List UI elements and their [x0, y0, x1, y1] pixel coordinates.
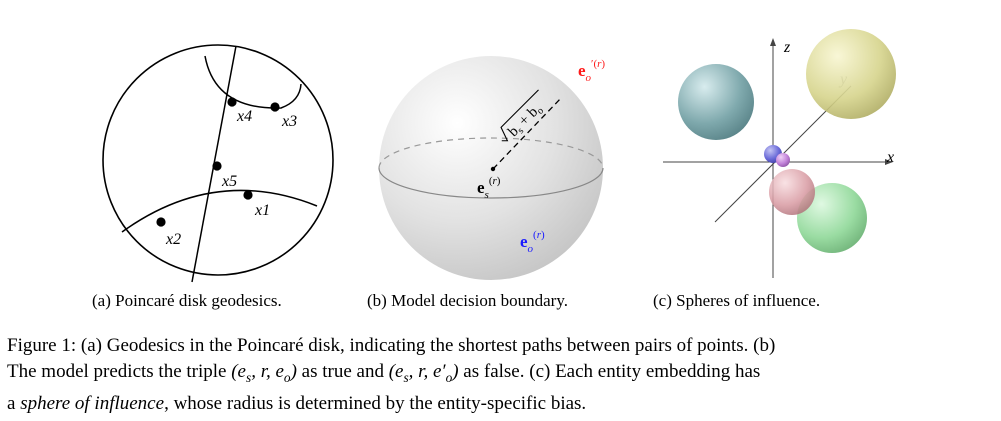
label-z: z [783, 39, 791, 56]
caption-line-3-prefix: a [7, 392, 21, 414]
subcaption-b: (b) Model decision boundary. [367, 291, 568, 310]
spheres-figure: z x y [663, 29, 896, 278]
label-object-prime: eo′(r) [578, 58, 605, 84]
label-x4: x4 [236, 108, 252, 125]
panel-decision-boundary: bs + bo es(r) eo(r) eo′(r) [370, 0, 620, 290]
point-x2 [156, 217, 166, 227]
caption-line-3: a sphere of influence, whose radius is d… [7, 391, 997, 417]
equator-back [378, 137, 604, 169]
label-x2: x2 [165, 231, 181, 248]
sphere-teal [678, 64, 754, 140]
point-x1 [243, 190, 253, 200]
subcaption-c: (c) Spheres of influence. [653, 291, 821, 310]
x-axis-arrow [885, 159, 893, 165]
caption-line-2-prefix: The model predicts the triple [7, 361, 232, 382]
equator-front [378, 167, 604, 199]
caption-line-2-middle: as true and [296, 361, 389, 382]
panel-poincare-disk: x4 x3 x5 x1 x2 [95, 0, 355, 290]
poincare-disk-figure: x4 x3 x5 x1 x2 [102, 44, 334, 283]
panel-spheres-of-influence: z x y [655, 0, 915, 290]
disk-boundary [102, 44, 334, 276]
figure-caption: Figure 1: (a) Geodesics in the Poincaré … [7, 333, 997, 417]
caption-line-1: Figure 1: (a) Geodesics in the Poincaré … [7, 335, 776, 356]
z-axis-arrow [770, 38, 776, 46]
sphere-yellow [806, 29, 896, 119]
sphere-green [797, 183, 867, 253]
label-x5: x5 [221, 173, 237, 190]
point-x3 [270, 102, 280, 112]
caption-line-2: The model predicts the triple (es, r, eo… [7, 359, 997, 391]
subject-point [490, 166, 496, 172]
subcaption-a: (a) Poincaré disk geodesics. [92, 291, 282, 310]
label-x: x [886, 149, 894, 166]
geodesic-x4-x3 [204, 55, 302, 109]
radius-line [492, 96, 563, 170]
label-x1: x1 [254, 202, 270, 219]
label-x3: x3 [281, 113, 297, 130]
sphere-pink [769, 169, 815, 215]
decision-sphere [379, 56, 603, 280]
point-x4 [227, 97, 237, 107]
decision-boundary-figure: bs + bo es(r) eo(r) eo′(r) [378, 56, 605, 280]
sphere-purple [776, 153, 790, 167]
point-x5 [212, 161, 222, 171]
geodesic-x2-x1 [121, 189, 318, 233]
triple-true: (es, r, eo) [231, 361, 297, 385]
caption-line-2-suffix: as false. (c) Each entity embedding has [458, 361, 761, 382]
caption-emphasis: sphere of influence [20, 392, 165, 414]
triple-false: (es, r, e′o) [388, 361, 459, 385]
caption-line-3-suffix: , whose radius is determined by the enti… [164, 392, 587, 414]
